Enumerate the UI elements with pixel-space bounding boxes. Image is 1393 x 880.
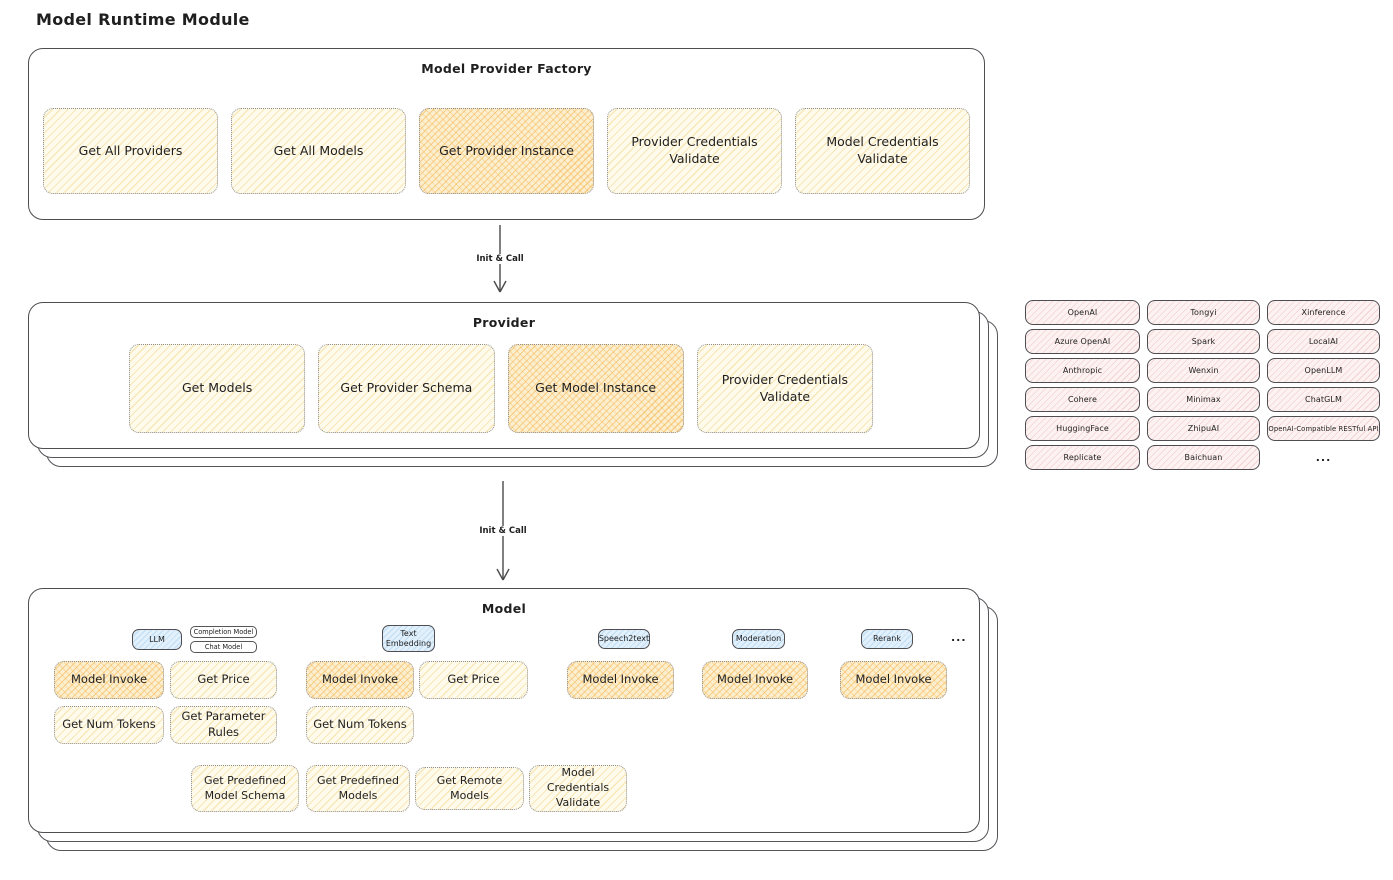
node-rerank-model-invoke: Model Invoke (840, 661, 947, 699)
node-get-remote-models: Get Remote Models (415, 767, 524, 810)
init-call-arrow-1: Init & Call (472, 224, 528, 294)
provider-pill-localai: LocalAI (1267, 329, 1380, 354)
tag-text-embedding: Text Embedding (382, 625, 435, 652)
node-llm-get-price: Get Price (170, 661, 277, 699)
provider-pill-openai: OpenAI (1025, 300, 1140, 325)
provider-list-grid: OpenAI Tongyi Xinference Azure OpenAI Sp… (1025, 300, 1380, 470)
node-llm-model-invoke: Model Invoke (54, 661, 164, 699)
provider-pill-chatglm: ChatGLM (1267, 387, 1380, 412)
factory-box-title: Model Provider Factory (421, 61, 592, 76)
arrow-label: Init & Call (475, 526, 531, 536)
provider-pill-openai-compatible: OpenAI-Compatible RESTful API (1267, 416, 1380, 441)
provider-pill-huggingface: HuggingFace (1025, 416, 1140, 441)
model-box: Model LLM Completion Model Chat Model Te… (28, 588, 980, 833)
provider-pill-cohere: Cohere (1025, 387, 1140, 412)
node-get-provider-instance: Get Provider Instance (419, 108, 594, 194)
node-provider-credentials-validate: Provider Credentials Validate (607, 108, 782, 194)
provider-stack: Provider Get Models Get Provider Schema … (28, 302, 998, 467)
tag-llm: LLM (132, 629, 182, 650)
factory-button-row: Get All Providers Get All Models Get Pro… (43, 108, 970, 194)
provider-button-row: Get Models Get Provider Schema Get Model… (129, 344, 873, 433)
tag-chat-model: Chat Model (190, 641, 257, 653)
node-get-all-providers: Get All Providers (43, 108, 218, 194)
provider-pill-zhipuai: ZhipuAI (1147, 416, 1260, 441)
node-get-provider-schema: Get Provider Schema (318, 344, 495, 433)
provider-pill-wenxin: Wenxin (1147, 358, 1260, 383)
node-get-model-instance: Get Model Instance (507, 344, 684, 433)
node-llm-get-parameter-rules: Get Parameter Rules (170, 706, 277, 744)
provider-pill-anthropic: Anthropic (1025, 358, 1140, 383)
node-model-credentials-validate-2: Model Credentials Validate (529, 765, 627, 812)
node-te-get-price: Get Price (419, 661, 528, 699)
model-box-title: Model (481, 601, 527, 616)
tag-speech2text: Speech2text (598, 629, 650, 649)
provider-pill-azure-openai: Azure OpenAI (1025, 329, 1140, 354)
model-types-ellipsis: ... (951, 631, 967, 644)
node-provider-credentials-validate-2: Provider Credentials Validate (696, 344, 873, 433)
model-stack: Model LLM Completion Model Chat Model Te… (28, 588, 998, 851)
provider-pill-baichuan: Baichuan (1147, 445, 1260, 470)
provider-pill-replicate: Replicate (1025, 445, 1140, 470)
provider-pill-xinference: Xinference (1267, 300, 1380, 325)
node-get-models: Get Models (129, 344, 306, 433)
node-get-predefined-model-schema: Get Predefined Model Schema (191, 765, 299, 812)
tag-moderation: Moderation (732, 629, 785, 649)
node-te-model-invoke: Model Invoke (306, 661, 414, 699)
provider-pill-minimax: Minimax (1147, 387, 1260, 412)
provider-box-title: Provider (472, 315, 536, 330)
arrow-label: Init & Call (472, 254, 528, 264)
provider-pill-openllm: OpenLLM (1267, 358, 1380, 383)
provider-pill-spark: Spark (1147, 329, 1260, 354)
provider-box: Provider Get Models Get Provider Schema … (28, 302, 980, 449)
tag-rerank: Rerank (861, 629, 913, 649)
provider-pill-tongyi: Tongyi (1147, 300, 1260, 325)
node-get-predefined-models: Get Predefined Models (306, 765, 410, 812)
node-get-all-models: Get All Models (231, 108, 406, 194)
tag-completion-model: Completion Model (190, 626, 257, 638)
node-llm-get-num-tokens: Get Num Tokens (54, 706, 164, 744)
node-model-credentials-validate: Model Credentials Validate (795, 108, 970, 194)
provider-list-ellipsis: ... (1315, 451, 1332, 464)
factory-box: Model Provider Factory Get All Providers… (28, 48, 985, 220)
node-te-get-num-tokens: Get Num Tokens (306, 706, 414, 744)
diagram-title: Model Runtime Module (36, 10, 250, 29)
node-moderation-model-invoke: Model Invoke (702, 661, 808, 699)
init-call-arrow-2: Init & Call (475, 480, 531, 582)
node-s2t-model-invoke: Model Invoke (567, 661, 674, 699)
